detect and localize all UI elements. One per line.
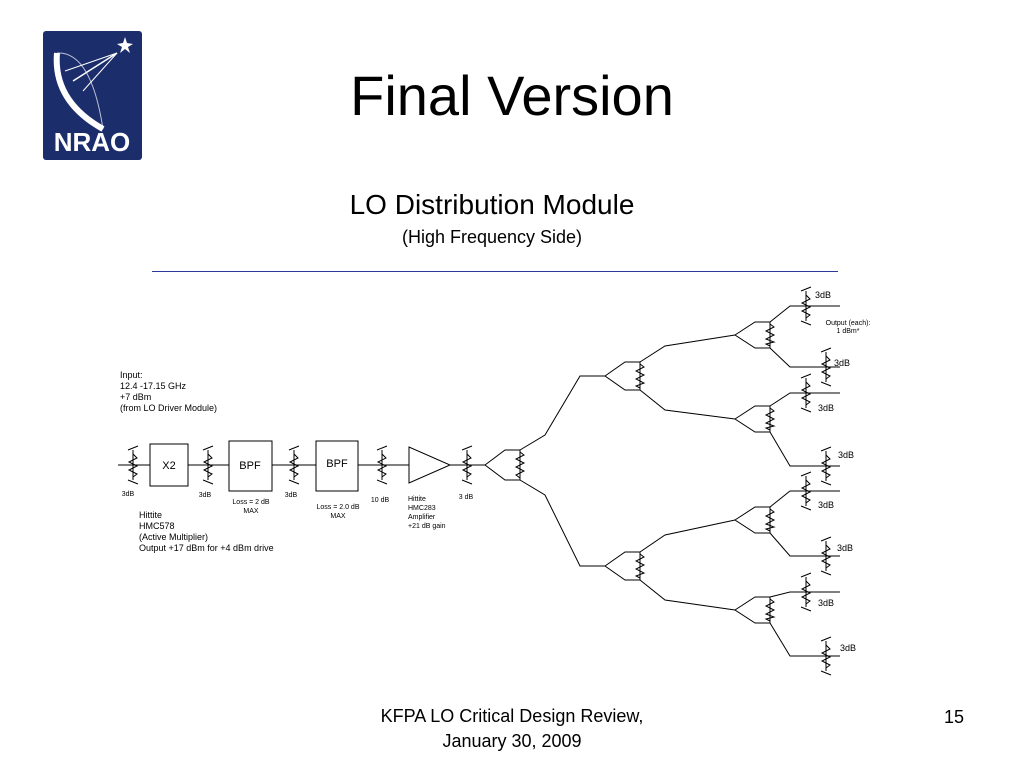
output-pad-6 xyxy=(820,536,832,576)
mult-note-line2: HMC578 xyxy=(139,521,175,531)
bpf2-box xyxy=(315,440,359,492)
pad4-label: 10 dB xyxy=(371,497,390,504)
output-note-line1: Output (each): xyxy=(826,320,871,327)
diagram-title: LO Distribution Module xyxy=(349,189,635,220)
footer-line2: January 30, 2009 xyxy=(442,731,582,751)
attenuator-pad-4 xyxy=(376,445,388,485)
pad2-label: 3dB xyxy=(199,492,212,499)
output-pad-8 xyxy=(820,636,832,676)
multiplier-label: X2 xyxy=(162,460,175,472)
attenuator-pad-2 xyxy=(202,445,214,485)
mult-note-line4: Output +17 dBm for +4 dBm drive xyxy=(139,543,274,553)
output-attenuators xyxy=(800,286,832,676)
output-pad-label-6: 3dB xyxy=(837,543,853,553)
output-pad-label-3: 3dB xyxy=(818,403,834,413)
output-pad-label-1: 3dB xyxy=(815,290,831,300)
input-note-line2: 12.4 -17.15 GHz xyxy=(120,381,187,391)
mult-note-line3: (Active Multiplier) xyxy=(139,532,208,542)
footer-line1: KFPA LO Critical Design Review, xyxy=(380,706,644,726)
components xyxy=(149,440,452,492)
amplifier-triangle xyxy=(408,446,452,484)
pad3-label: 3dB xyxy=(285,492,298,499)
bpf2-loss-line1: Loss = 2.0 dB xyxy=(316,504,359,511)
output-note-line2: 1 dBm* xyxy=(837,328,860,335)
amp-note-line3: Amplifier xyxy=(408,514,436,521)
page-number: 15 xyxy=(943,707,964,727)
amp-note-line1: Hittite xyxy=(408,496,426,503)
nrao-radio-telescope-logo-icon: NRAO xyxy=(43,31,142,160)
mult-note-line1: Hittite xyxy=(139,510,162,520)
output-pad-4 xyxy=(820,446,832,486)
amp-note-line4: +21 dB gain xyxy=(408,523,446,530)
bpf2-label: BPF xyxy=(326,458,348,470)
pad1-label: 3dB xyxy=(122,491,135,498)
attenuator-pad-1 xyxy=(127,445,139,485)
output-pad-2 xyxy=(820,347,832,387)
multiplier-box xyxy=(149,443,189,487)
title-rule xyxy=(152,271,838,272)
output-pad-label-8: 3dB xyxy=(840,643,856,653)
attenuator-pad-5 xyxy=(461,445,473,485)
output-pad-label-5: 3dB xyxy=(818,500,834,510)
bpf1-box xyxy=(228,440,273,492)
input-note-line4: (from LO Driver Module) xyxy=(120,403,217,413)
chain-attenuators xyxy=(127,445,473,485)
attenuator-pad-3 xyxy=(288,445,300,485)
output-pad-1 xyxy=(800,286,812,326)
bpf1-loss-line2: MAX xyxy=(243,508,259,515)
bpf2-loss-line2: MAX xyxy=(330,513,346,520)
output-pad-label-7: 3dB xyxy=(818,598,834,608)
diagram-caption: (High Frequency Side) xyxy=(401,227,583,247)
bpf1-loss-line1: Loss = 2 dB xyxy=(232,499,269,506)
input-note-line3: +7 dBm xyxy=(120,392,151,402)
signal-lines xyxy=(118,305,840,657)
footer: KFPA LO Critical Design Review, January … xyxy=(360,704,664,754)
pad5-label: 3 dB xyxy=(459,494,474,501)
splitter-resistors xyxy=(514,323,776,622)
output-pad-3 xyxy=(800,373,812,413)
output-pad-7 xyxy=(800,572,812,612)
output-pad-5 xyxy=(800,471,812,511)
amp-note-line2: HMC283 xyxy=(408,505,436,512)
nrao-logo: NRAO xyxy=(43,31,142,160)
slide-title: Final Version xyxy=(350,64,674,127)
logo-text: NRAO xyxy=(54,127,131,157)
output-pad-label-4: 3dB xyxy=(838,450,854,460)
bpf1-label: BPF xyxy=(239,460,261,472)
input-note-line1: Input: xyxy=(120,370,143,380)
output-pad-label-2: 3dB xyxy=(834,358,850,368)
